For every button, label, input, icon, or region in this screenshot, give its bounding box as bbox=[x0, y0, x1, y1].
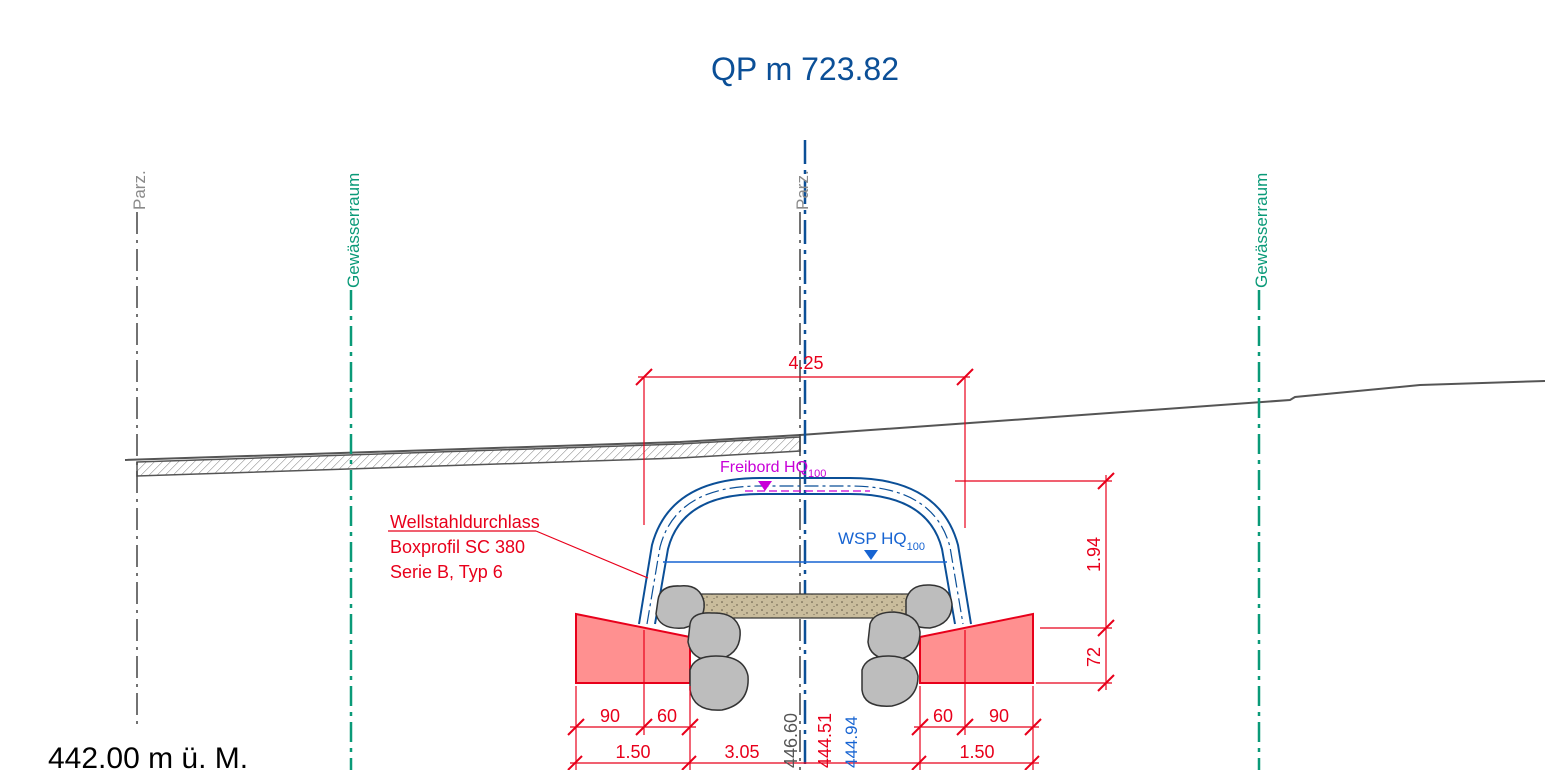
boulders-left bbox=[655, 585, 749, 711]
dim-height-upper: 1.94 bbox=[1084, 537, 1104, 572]
dim-center-305: 3.05 bbox=[724, 742, 759, 762]
dim-left-90: 90 bbox=[600, 706, 620, 726]
abutment-right bbox=[919, 612, 1034, 684]
parz-label-center: Parz. bbox=[793, 170, 812, 210]
parz-label-left: Parz. bbox=[130, 170, 149, 210]
dim-right-60: 60 bbox=[933, 706, 953, 726]
boulders-right bbox=[861, 584, 953, 707]
elevation-value-2: 444.51 bbox=[815, 713, 835, 768]
terrain-line bbox=[124, 380, 1545, 461]
wsp-label: WSP HQ100 bbox=[838, 529, 925, 553]
dimension-top-span: 4.25 bbox=[635, 353, 974, 528]
culvert-profile bbox=[638, 477, 972, 625]
water-level-marker bbox=[864, 550, 878, 560]
callout-line1: Wellstahldurchlass bbox=[390, 512, 540, 532]
dimension-right-heights: 1.94 72 bbox=[955, 472, 1115, 692]
dim-left-150: 1.50 bbox=[615, 742, 650, 762]
culvert-callout: Wellstahldurchlass Boxprofil SC 380 Seri… bbox=[388, 512, 649, 582]
gewaesserraum-label-left: Gewässerraum bbox=[344, 173, 363, 288]
freibord-marker bbox=[758, 481, 772, 491]
elevation-value-3: 444.94 bbox=[842, 716, 861, 768]
reference-elevation: 442.00 m ü. M. bbox=[48, 742, 248, 770]
elevation-value-1: 446.60 bbox=[781, 713, 801, 768]
freibord-label: Freibord HQ100 bbox=[720, 459, 826, 480]
section-title: QP m 723.82 bbox=[711, 51, 899, 87]
dim-right-90: 90 bbox=[989, 706, 1009, 726]
gewaesserraum-label-right: Gewässerraum bbox=[1252, 173, 1271, 288]
callout-line2: Boxprofil SC 380 bbox=[390, 537, 525, 557]
dim-left-60: 60 bbox=[657, 706, 677, 726]
dim-height-lower: 72 bbox=[1084, 647, 1104, 667]
callout-line3: Serie B, Typ 6 bbox=[390, 562, 503, 582]
dim-top-span-label: 4.25 bbox=[788, 353, 823, 373]
dim-right-150: 1.50 bbox=[959, 742, 994, 762]
dimension-bottom: 90 60 60 90 1.50 3.05 1.50 bbox=[567, 630, 1042, 770]
